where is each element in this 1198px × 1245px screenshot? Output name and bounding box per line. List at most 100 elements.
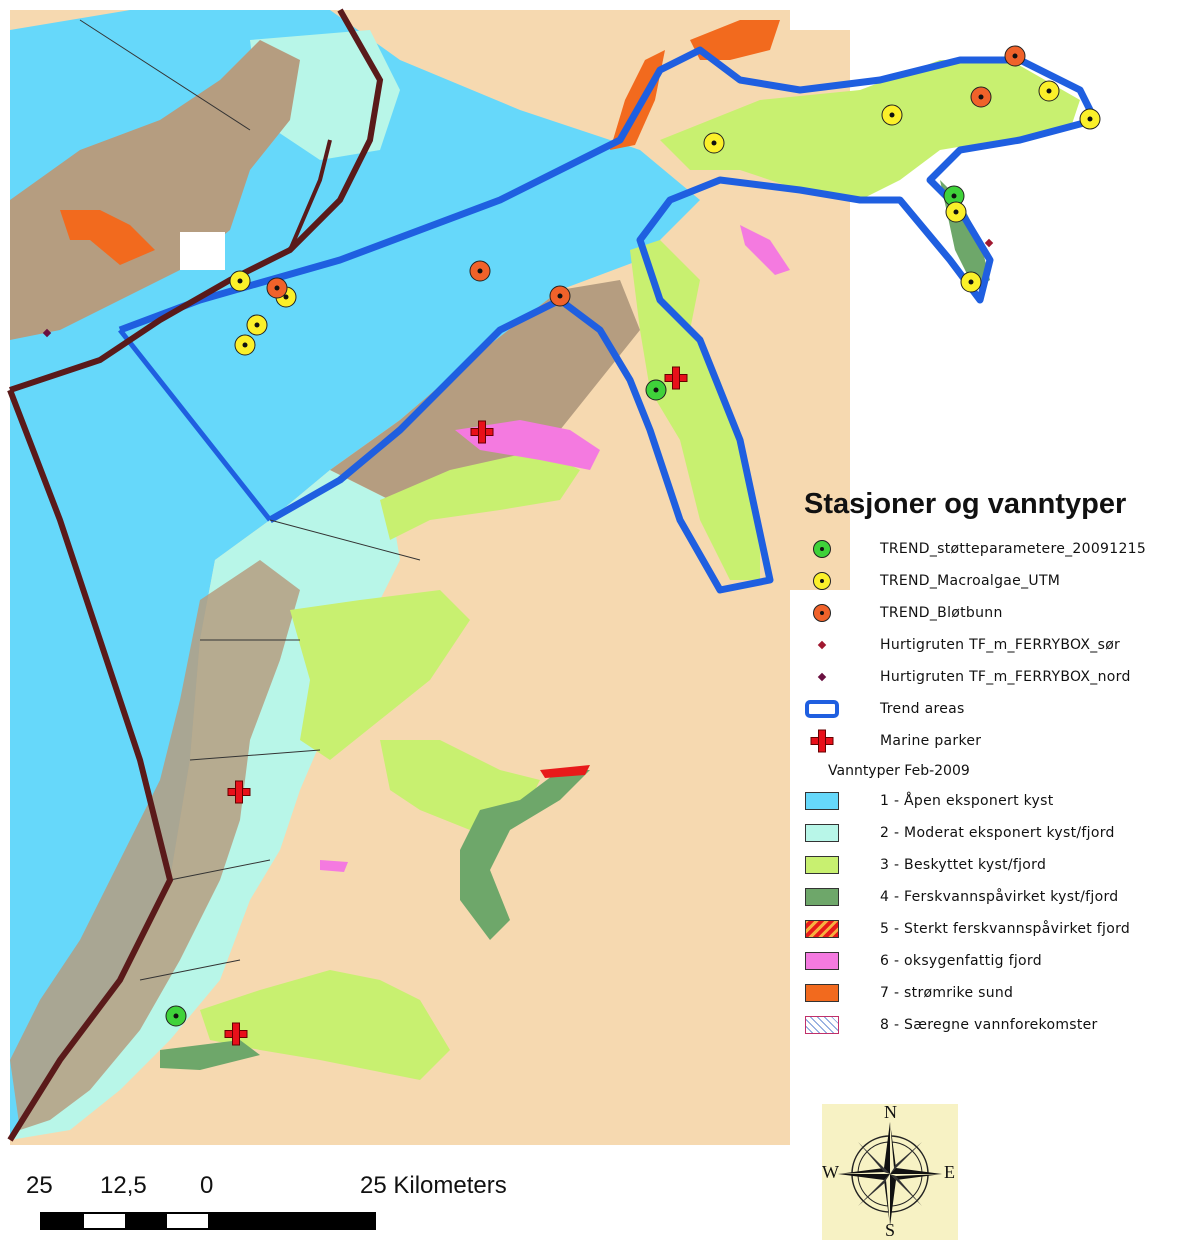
station-yellow[interactable] — [881, 104, 903, 126]
marine-park-cross-icon — [810, 729, 834, 753]
water-type-7-strait-west — [60, 210, 155, 265]
legend-label: Marine parker — [880, 733, 982, 749]
legend-label: 3 - Beskyttet kyst/fjord — [880, 857, 1047, 873]
swatch-type-1 — [805, 792, 839, 810]
compass-rose: N S E W — [822, 1102, 958, 1240]
legend-item-blotbunn: TREND_Bløtbunn — [800, 597, 1190, 629]
swatch-type-5 — [805, 920, 839, 938]
trend-area-outline-icon — [805, 700, 839, 718]
station-yellow[interactable] — [1038, 80, 1060, 102]
legend-label: TREND_støtteparametere_20091215 — [880, 541, 1147, 557]
legend-label: 2 - Moderat eksponert kyst/fjord — [880, 825, 1115, 841]
legend-item-ferrybox-sor: Hurtigruten TF_m_FERRYBOX_sør — [800, 629, 1190, 661]
station-yellow[interactable] — [246, 314, 268, 336]
scale-label-25-km: 25 Kilometers — [360, 1172, 507, 1199]
legend-water-type-8: 8 - Særegne vannforekomster — [800, 1009, 1190, 1041]
legend-water-type-5: 5 - Sterkt ferskvannspåvirket fjord — [800, 913, 1190, 945]
stations-macroalgae[interactable] — [229, 80, 1101, 356]
station-orange[interactable] — [469, 260, 491, 282]
swatch-type-4 — [805, 888, 839, 906]
compass-south: S — [885, 1220, 896, 1240]
map-gap — [180, 232, 225, 270]
legend-label: 6 - oksygenfattig fjord — [880, 953, 1042, 969]
station-yellow[interactable] — [229, 270, 251, 292]
compass-north: N — [884, 1102, 897, 1122]
station-orange[interactable] — [970, 86, 992, 108]
legend-label: 5 - Sterkt ferskvannspåvirket fjord — [880, 921, 1131, 937]
swatch-type-2 — [805, 824, 839, 842]
marine-park-cross[interactable] — [224, 1022, 248, 1046]
legend-label: TREND_Bløtbunn — [880, 605, 1003, 621]
station-yellow[interactable] — [960, 271, 982, 293]
water-type-3-central — [380, 450, 580, 540]
legend-water-type-7: 7 - strømrike sund — [800, 977, 1190, 1009]
legend-label: 4 - Ferskvannspåvirket kyst/fjord — [880, 889, 1119, 905]
legend-item-ferrybox-nord: Hurtigruten TF_m_FERRYBOX_nord — [800, 661, 1190, 693]
legend-label: 8 - Særegne vannforekomster — [880, 1017, 1098, 1033]
stations-stotteparametere[interactable] — [165, 185, 965, 1027]
station-yellow[interactable] — [703, 132, 725, 154]
swatch-type-8 — [805, 1016, 839, 1034]
ferrybox-nord-marker[interactable] — [42, 328, 52, 338]
legend-label: TREND_Macroalgae_UTM — [880, 573, 1061, 589]
marine-park-cross[interactable] — [470, 420, 494, 444]
station-green[interactable] — [165, 1005, 187, 1027]
water-type-3-east-fjord — [630, 240, 760, 580]
water-type-6-south — [320, 860, 348, 872]
legend-water-type-6: 6 - oksygenfattig fjord — [800, 945, 1190, 977]
legend-title: Stasjoner og vanntyper — [804, 488, 1127, 520]
hurtigruten-route-branch — [288, 139, 332, 251]
ferrybox-nord-icon — [817, 672, 827, 682]
legend-label: Hurtigruten TF_m_FERRYBOX_sør — [880, 637, 1121, 653]
water-type-4-fjord — [460, 770, 590, 940]
compass-star-icon — [838, 1122, 942, 1226]
legend-water-type-4: 4 - Ferskvannspåvirket kyst/fjord — [800, 881, 1190, 913]
legend-group-title: Vanntyper Feb-2009 — [828, 763, 970, 779]
water-type-4-south — [160, 1040, 260, 1070]
legend-item-marine-parker: Marine parker — [800, 725, 1190, 757]
scale-bar: 25 12,5 0 25 Kilometers — [20, 1172, 540, 1242]
ferrybox-sor-icon — [817, 640, 827, 650]
legend-water-type-3: 3 - Beskyttet kyst/fjord — [800, 849, 1190, 881]
station-green[interactable] — [943, 185, 965, 207]
swatch-type-7 — [805, 984, 839, 1002]
land-southwest — [10, 560, 300, 1130]
station-yellow[interactable] — [945, 201, 967, 223]
station-green[interactable] — [645, 379, 667, 401]
stations-blotbunn[interactable] — [266, 45, 1026, 307]
station-orange[interactable] — [1004, 45, 1026, 67]
station-yellow[interactable] — [234, 334, 256, 356]
legend-water-type-1: 1 - Åpen eksponert kyst — [800, 785, 1190, 817]
green-station-icon — [813, 540, 831, 558]
scale-bar-segments — [40, 1212, 376, 1230]
orange-station-icon — [813, 604, 831, 622]
water-type-7-strait-north — [610, 50, 665, 150]
water-body-boundaries — [79, 19, 421, 981]
station-orange[interactable] — [549, 285, 571, 307]
scale-label-0: 0 — [200, 1172, 214, 1199]
swatch-type-6 — [805, 952, 839, 970]
legend-label: 1 - Åpen eksponert kyst — [880, 793, 1054, 809]
swatch-type-3 — [805, 856, 839, 874]
ferrybox-sor-marker[interactable] — [984, 238, 994, 248]
land-central-peninsula — [330, 280, 640, 500]
legend-item-macroalgae: TREND_Macroalgae_UTM — [800, 565, 1190, 597]
trend-area-boundary — [118, 328, 272, 522]
legend-label: 7 - strømrike sund — [880, 985, 1014, 1001]
legend-label: Trend areas — [880, 701, 965, 717]
trend-area-outline — [118, 46, 1099, 594]
legend: Stasjoner og vanntyper TREND_støtteparam… — [800, 488, 1190, 1041]
water-type-7-strait-ne — [690, 20, 780, 60]
yellow-station-icon — [813, 572, 831, 590]
hurtigruten-route-sor — [7, 388, 174, 1142]
station-orange[interactable] — [266, 277, 288, 299]
marine-park-cross[interactable] — [227, 780, 251, 804]
compass-west: W — [822, 1162, 839, 1182]
station-yellow[interactable] — [1079, 108, 1101, 130]
marine-parks[interactable] — [224, 366, 688, 1046]
water-type-1-open-exposed-coast — [10, 10, 700, 1140]
legend-water-type-2: 2 - Moderat eksponert kyst/fjord — [800, 817, 1190, 849]
marine-park-cross[interactable] — [664, 366, 688, 390]
scale-label-12-5: 12,5 — [100, 1172, 147, 1199]
